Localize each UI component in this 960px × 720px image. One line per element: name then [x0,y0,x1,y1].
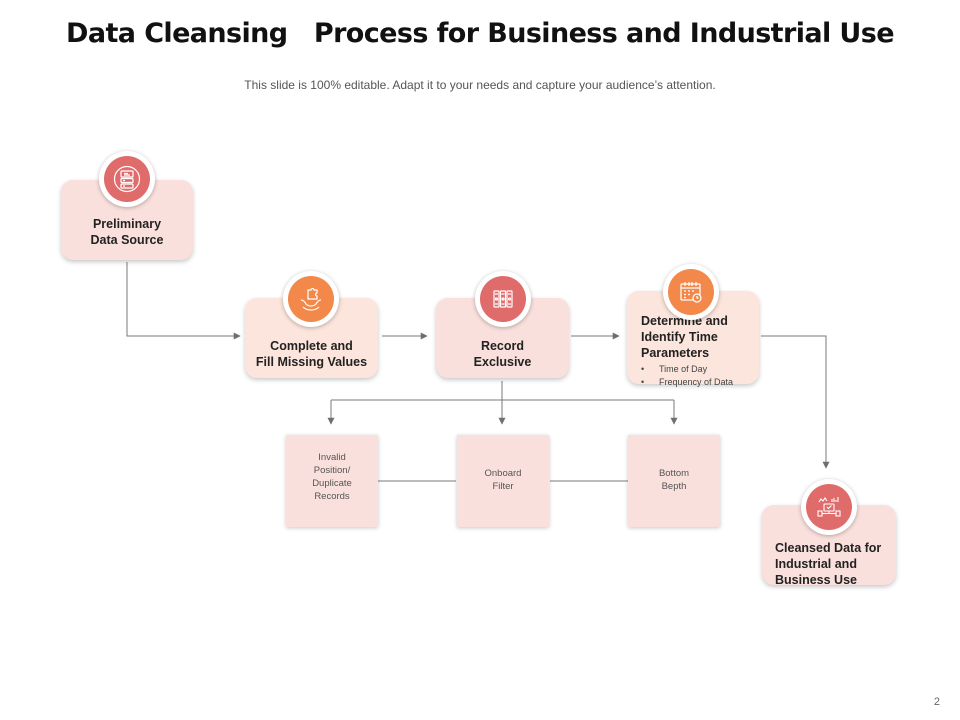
connector-determine-to-cleansed [761,335,830,469]
step-badge-record [475,271,531,327]
monitor-network-icon [817,497,841,517]
binders-icon [493,290,513,308]
step-badge-complete [283,271,339,327]
bullet-time-of-day: Time of Day [641,363,759,376]
bullet-frequency-of-data: Frequency of Data [641,376,759,389]
time-parameters-list: Time of Day Frequency of Data [641,363,759,389]
step-badge-determine [663,264,719,320]
hand-holding-puzzle-icon [300,287,322,311]
page-number: 2 [933,696,940,708]
calendar-clock-icon [680,282,702,303]
step-badge-preliminary [99,151,155,207]
step-label-preliminary: Preliminary Data Source [90,217,164,247]
step-badge-cleansed [801,479,857,535]
step-label-complete: Complete and Fill Missing Values [255,339,368,369]
sub-box-onboard-filter: Onboard Filter [457,435,549,527]
database-server-icon [113,165,141,193]
step-label-determine: Determine and Identify Time Parameters [641,314,728,360]
step-label-cleansed: Cleansed Data for Industrial and Busines… [775,541,882,587]
step-label-record: Record Exclusive [473,339,532,369]
sub-box-bottom-bepth: Bottom Bepth [628,435,720,527]
sub-box-invalid-records: Invalid Position/ Duplicate Records [286,435,378,527]
connector-preliminary-to-complete [126,262,241,340]
slide-subtitle: This slide is 100% editable. Adapt it to… [244,78,716,92]
slide-title: Data Cleansing Process for Business and … [66,18,895,49]
